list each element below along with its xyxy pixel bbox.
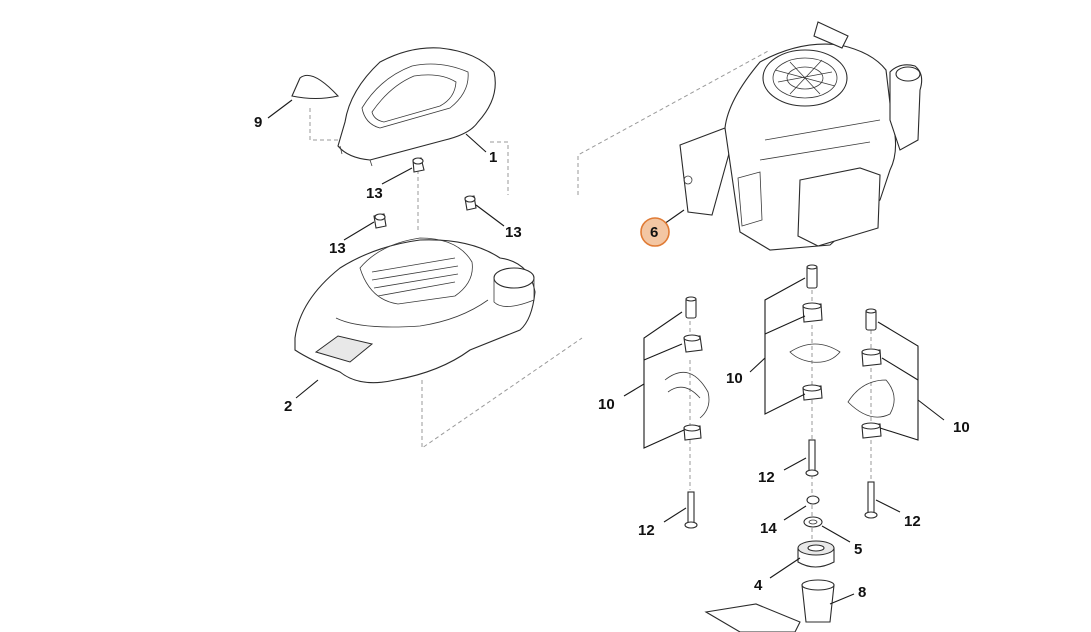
callout-labels: 9 1 13 13 13 2 6 10 10 10 12 12 12 14 5 …	[254, 114, 970, 601]
group-brackets	[643, 277, 919, 449]
highlight-marker	[640, 217, 670, 247]
callout-2[interactable]: 2	[284, 398, 292, 415]
callout-13-a[interactable]: 13	[366, 185, 383, 202]
callout-12-a[interactable]: 12	[638, 522, 655, 539]
blade-bolt-right[interactable]	[865, 308, 877, 331]
callout-10-c[interactable]: 10	[953, 419, 970, 436]
insert-part-9[interactable]	[291, 74, 340, 100]
callout-6[interactable]: 6	[650, 224, 658, 241]
callout-5[interactable]: 5	[854, 541, 862, 558]
blade-adapter-left	[664, 371, 710, 419]
spacer-right-bottom[interactable]	[861, 422, 882, 439]
nut-part-13-c[interactable]	[464, 195, 477, 211]
callout-13-c[interactable]: 13	[505, 224, 522, 241]
callout-8[interactable]: 8	[858, 584, 866, 601]
leader-lines	[267, 99, 945, 605]
blade-bolt-center[interactable]	[806, 264, 818, 289]
nut-part-13-a[interactable]	[412, 157, 425, 173]
spacer-center-bottom[interactable]	[802, 384, 823, 401]
callout-1[interactable]: 1	[489, 149, 497, 166]
callout-12-c[interactable]: 12	[904, 513, 921, 530]
nut-part-13-b[interactable]	[373, 213, 387, 229]
screw-part-12-center[interactable]	[805, 439, 819, 477]
callout-13-b[interactable]: 13	[329, 240, 346, 257]
hub-part-4[interactable]	[797, 540, 835, 568]
blade-bolt-left[interactable]	[685, 296, 697, 319]
assembly-guide-lines	[309, 49, 872, 540]
callout-12-b[interactable]: 12	[758, 469, 775, 486]
screw-part-12-left[interactable]	[684, 491, 698, 529]
blade-adapter-right	[847, 379, 895, 418]
housing-part-2[interactable]	[294, 237, 536, 384]
blade-bottom	[704, 603, 801, 632]
callout-10-a[interactable]: 10	[598, 396, 615, 413]
callout-10-b[interactable]: 10	[726, 370, 743, 387]
spacer-center-top[interactable]	[802, 302, 823, 323]
spacer-left-top[interactable]	[683, 334, 703, 353]
engine-part-6[interactable]	[679, 21, 923, 251]
spacer-left-bottom[interactable]	[683, 424, 702, 441]
callout-9[interactable]: 9	[254, 114, 262, 131]
screw-part-12-right[interactable]	[864, 481, 878, 519]
top-cover-part-1[interactable]	[337, 47, 496, 167]
callout-4[interactable]: 4	[754, 577, 763, 594]
washer-part-14[interactable]	[806, 495, 820, 505]
spacer-right-top[interactable]	[861, 348, 882, 367]
ring-part-5[interactable]	[803, 516, 823, 528]
blade-adapter-center	[789, 343, 841, 363]
shaft-part-8[interactable]	[801, 579, 835, 623]
callout-14[interactable]: 14	[760, 520, 777, 537]
